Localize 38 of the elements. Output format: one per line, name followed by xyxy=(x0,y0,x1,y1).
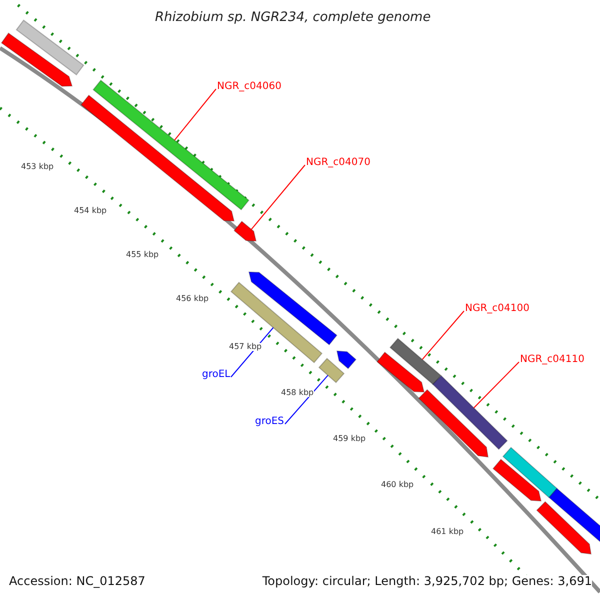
gene-label: groEL xyxy=(202,370,230,380)
scale-label: 457 kbp xyxy=(229,343,262,351)
gene-label: NGR_c04070 xyxy=(306,158,370,168)
leader-line xyxy=(230,327,274,378)
gene-feature xyxy=(432,375,508,450)
leader-line xyxy=(250,164,306,230)
leader-line xyxy=(174,88,216,141)
genome-stats-text: Topology: circular; Length: 3,925,702 bp; Genes: 3,691 xyxy=(262,575,592,587)
scale-label: 459 kbp xyxy=(333,435,366,443)
leader-line xyxy=(284,374,328,424)
gene-feature xyxy=(492,458,542,502)
scale-label: 458 kbp xyxy=(281,389,314,397)
scale-label: 453 kbp xyxy=(21,163,54,171)
gene-feature xyxy=(234,220,257,242)
gene-feature xyxy=(389,338,442,386)
scale-label: 455 kbp xyxy=(126,251,159,259)
gene-feature xyxy=(0,32,73,87)
gene-feature xyxy=(536,501,592,555)
scale-label: 454 kbp xyxy=(74,207,107,215)
title: Rhizobium sp. NGR234, complete genome xyxy=(155,11,431,24)
gene-label: NGR_c04110 xyxy=(520,355,584,365)
gene-feature xyxy=(336,350,357,370)
gene-feature xyxy=(502,446,558,498)
gene-label: NGR_c04060 xyxy=(217,82,282,92)
gene-feature xyxy=(548,488,600,544)
leader-line xyxy=(422,310,464,360)
leader-line xyxy=(473,362,520,408)
scale-label: 456 kbp xyxy=(176,295,209,303)
gene-feature xyxy=(418,389,489,458)
accession-text: Accession: NC_012587 xyxy=(9,575,146,587)
scale-label: 461 kbp xyxy=(431,528,464,536)
gene-label: groES xyxy=(255,417,284,427)
gene-label: NGR_c04100 xyxy=(465,304,530,314)
gene-feature xyxy=(318,358,345,384)
scale-label: 460 kbp xyxy=(381,481,414,489)
gene-feature xyxy=(376,352,425,393)
gene-feature xyxy=(230,282,323,364)
gene-feature xyxy=(16,20,84,76)
